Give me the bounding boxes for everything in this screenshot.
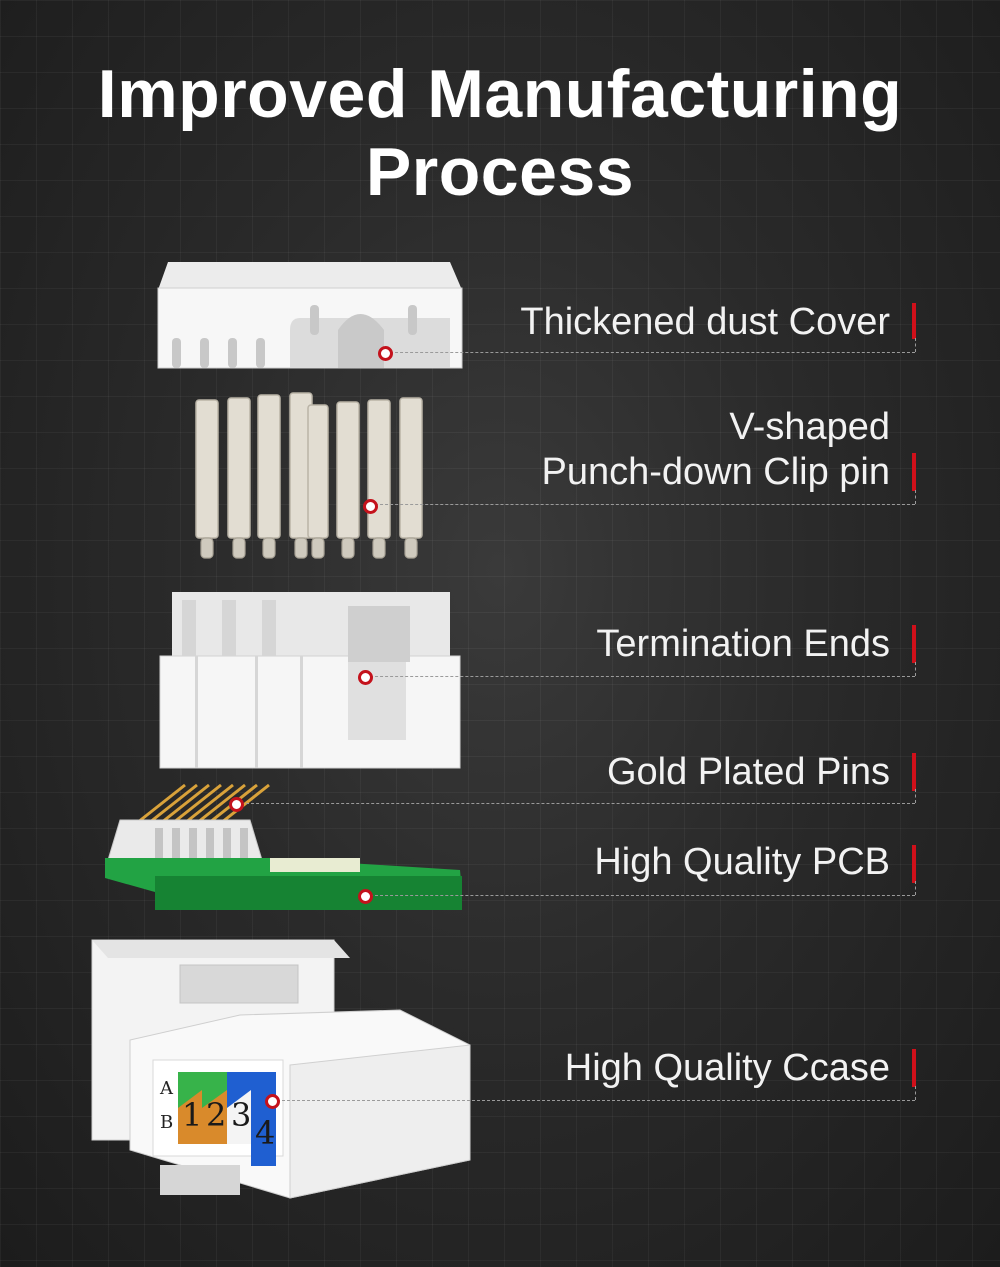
title-line-1: Improved Manufacturing	[97, 56, 903, 132]
callout-line	[915, 662, 916, 676]
accent-tick	[912, 753, 916, 791]
label-clip-pin-line-2: Punch-down Clip pin	[541, 451, 890, 493]
accent-tick	[912, 845, 916, 883]
case-part	[91, 939, 471, 1199]
callout-line	[236, 803, 915, 804]
accent-tick	[912, 303, 916, 339]
callout-line	[272, 1100, 915, 1101]
callout-marker	[363, 499, 378, 514]
accent-tick	[912, 453, 916, 491]
accent-tick	[912, 1049, 916, 1087]
callout-marker	[378, 346, 393, 361]
callout-line	[365, 676, 915, 677]
dust-cover-part	[157, 262, 463, 369]
case-marking-a: A	[160, 1078, 173, 1099]
callout-line	[365, 895, 915, 896]
callout-line	[915, 490, 916, 504]
label-case: High Quality Ccase	[564, 1047, 890, 1089]
callout-line	[915, 881, 916, 895]
callout-marker	[358, 889, 373, 904]
callout-marker	[229, 797, 244, 812]
title-line-2: Process	[365, 134, 635, 210]
termination-block-part	[159, 592, 461, 769]
case-pin-3: 3	[231, 1096, 252, 1134]
case-pin-4: 4	[255, 1114, 276, 1152]
callout-line	[915, 338, 916, 352]
clip-pins-part	[195, 392, 423, 539]
label-gold-plated-pins: Gold Plated Pins	[606, 751, 890, 793]
case-pin-2: 2	[206, 1096, 227, 1134]
case-pin-1: 1	[182, 1096, 203, 1134]
callout-line	[370, 504, 915, 505]
page-title: Improved Manufacturing Process	[0, 55, 1000, 211]
label-clip-pin-line-1: V-shaped	[729, 406, 890, 448]
callout-line	[915, 1086, 916, 1100]
accent-tick	[912, 625, 916, 663]
callout-marker	[265, 1094, 280, 1109]
case-marking-b: B	[160, 1112, 174, 1133]
callout-line	[385, 352, 915, 353]
label-termination-ends: Termination Ends	[596, 623, 890, 665]
callout-marker	[358, 670, 373, 685]
pcb-part	[105, 819, 462, 910]
label-dust-cover: Thickened dust Cover	[520, 301, 890, 343]
callout-line	[915, 789, 916, 803]
label-pcb: High Quality PCB	[594, 841, 890, 883]
